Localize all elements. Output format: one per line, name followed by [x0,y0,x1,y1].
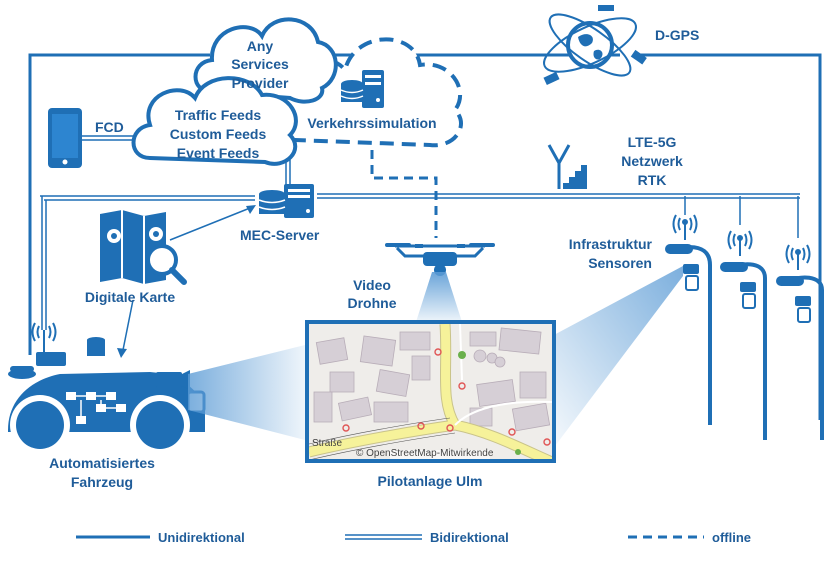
label-provider: Provider [232,75,289,91]
mec-server-icon [258,184,314,218]
label-sensoren: Sensoren [588,255,652,271]
label-mec-server: MEC-Server [240,227,320,243]
label-automatisiertes: Automatisiertes [49,455,155,471]
label-netzwerk: Netzwerk [621,153,683,169]
label-services: Services [231,56,289,72]
legend-offline: offline [712,530,751,545]
vehicle-antenna-icon [31,322,57,352]
label-traffic-feeds: Traffic Feeds [175,107,262,123]
label-lte: LTE-5G [628,134,677,150]
smartphone-icon [48,108,82,168]
label-dgps: D-GPS [655,27,699,43]
legend: Unidirektional Bidirektional offline [76,530,751,545]
label-rtk: RTK [638,172,667,188]
label-pilotanlage: Pilotanlage Ulm [377,473,482,489]
sensor-beam [552,266,683,450]
server-icon [340,70,384,108]
label-video: Video [353,277,391,293]
infrastructure-sensors [665,244,811,323]
vehicle-icon [8,337,206,455]
label-custom-feeds: Custom Feeds [170,126,267,142]
drone-icon [385,243,495,276]
satellite-globe-icon [543,5,647,85]
wifi-antenna-icons [672,214,811,270]
label-digitale-karte: Digitale Karte [85,289,175,305]
legend-bidirektional: Bidirektional [430,530,509,545]
cell-tower-icon [547,144,587,189]
label-verkehrssimulation: Verkehrssimulation [307,115,436,131]
pilot-map: © OpenStreetMap-Mitwirkende Straße [305,320,556,463]
legend-unidirektional: Unidirektional [158,530,245,545]
label-infrastruktur: Infrastruktur [569,236,653,252]
cloud-feeds [131,76,298,166]
label-drohne: Drohne [348,295,397,311]
label-fahrzeug: Fahrzeug [71,474,133,490]
label-fcd: FCD [95,119,124,135]
label-any: Any [247,38,274,54]
cloud-text: Any Services Provider Traffic Feeds Cust… [170,38,437,161]
drone-camera-beam [416,272,462,322]
map-street-label: Straße [312,438,342,449]
map-copyright: © OpenStreetMap-Mitwirkende [356,448,494,459]
vehicle-camera-beam [188,345,305,440]
label-event-feeds: Event Feeds [177,145,260,161]
digital-map-icon [100,210,187,285]
